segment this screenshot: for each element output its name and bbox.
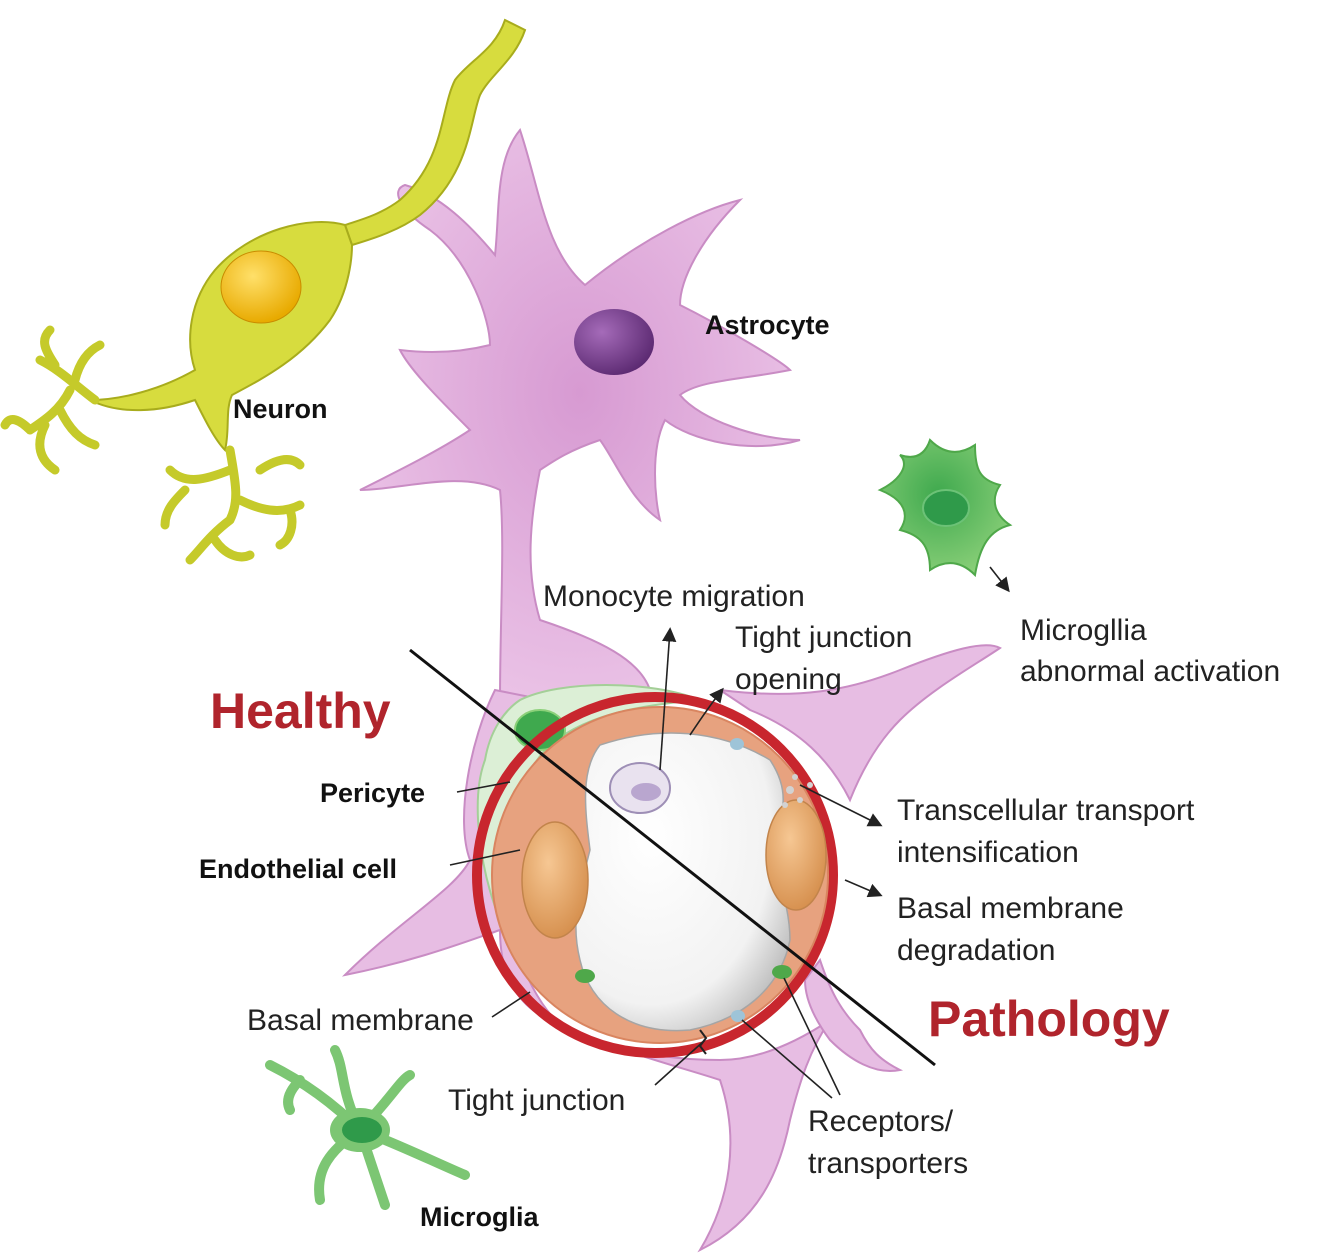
receptor-green-left [575, 969, 595, 983]
activated-microglia [880, 440, 1010, 575]
tight-junction-opening-line1: Tight junction [735, 621, 912, 654]
neuron-label: Neuron [233, 394, 328, 424]
monocyte-nucleus [631, 783, 661, 801]
basal-degradation-arrow [845, 880, 880, 895]
endothelial-nucleus-right [766, 800, 826, 910]
basal-membrane-label: Basal membrane [247, 1004, 474, 1037]
tight-junction-opening-line2: opening [735, 663, 842, 696]
transporter-blue-top [730, 738, 744, 750]
receptors-label-line1: Receptors/ [808, 1105, 954, 1138]
resting-microglia [270, 1050, 465, 1205]
vessel-lumen [576, 733, 790, 1031]
microglia-activation-line2: abnormal activation [1020, 655, 1280, 688]
transcellular-transport-line2: intensification [897, 836, 1079, 869]
basal-degradation-line1: Basal membrane [897, 892, 1124, 925]
receptor-green-right [772, 965, 792, 979]
astrocyte-nucleus [574, 309, 654, 375]
pericyte-label: Pericyte [320, 778, 425, 808]
receptors-label-line2: transporters [808, 1147, 968, 1180]
astrocyte-label: Astrocyte [705, 310, 830, 340]
astrocyte [345, 130, 1000, 1250]
resting-microglia-nucleus [342, 1117, 382, 1143]
neuron-nucleus [221, 251, 301, 323]
monocyte-migration-label: Monocyte migration [543, 580, 805, 613]
microglia-activation-line1: Microgllia [1020, 614, 1147, 647]
tight-junction-label: Tight junction [448, 1084, 625, 1117]
neuron-dendrite-lower [165, 450, 300, 560]
astrocyte-endfoot-rightlow [805, 960, 900, 1071]
endothelial-nucleus-left [522, 822, 588, 938]
basal-degradation-line2: degradation [897, 934, 1055, 967]
neuron-dendrite-left [5, 330, 100, 470]
healthy-label: Healthy [210, 683, 391, 739]
pathology-label: Pathology [928, 991, 1170, 1047]
astrocyte-body [360, 130, 800, 714]
activated-microglia-nucleus [923, 490, 969, 526]
microglia-activation-arrow [990, 567, 1008, 590]
microglia-label: Microglia [420, 1202, 540, 1232]
endothelial-cell-label: Endothelial cell [199, 854, 397, 884]
basal-membrane-pointer [492, 992, 530, 1017]
transcellular-transport-line1: Transcellular transport [897, 794, 1195, 827]
